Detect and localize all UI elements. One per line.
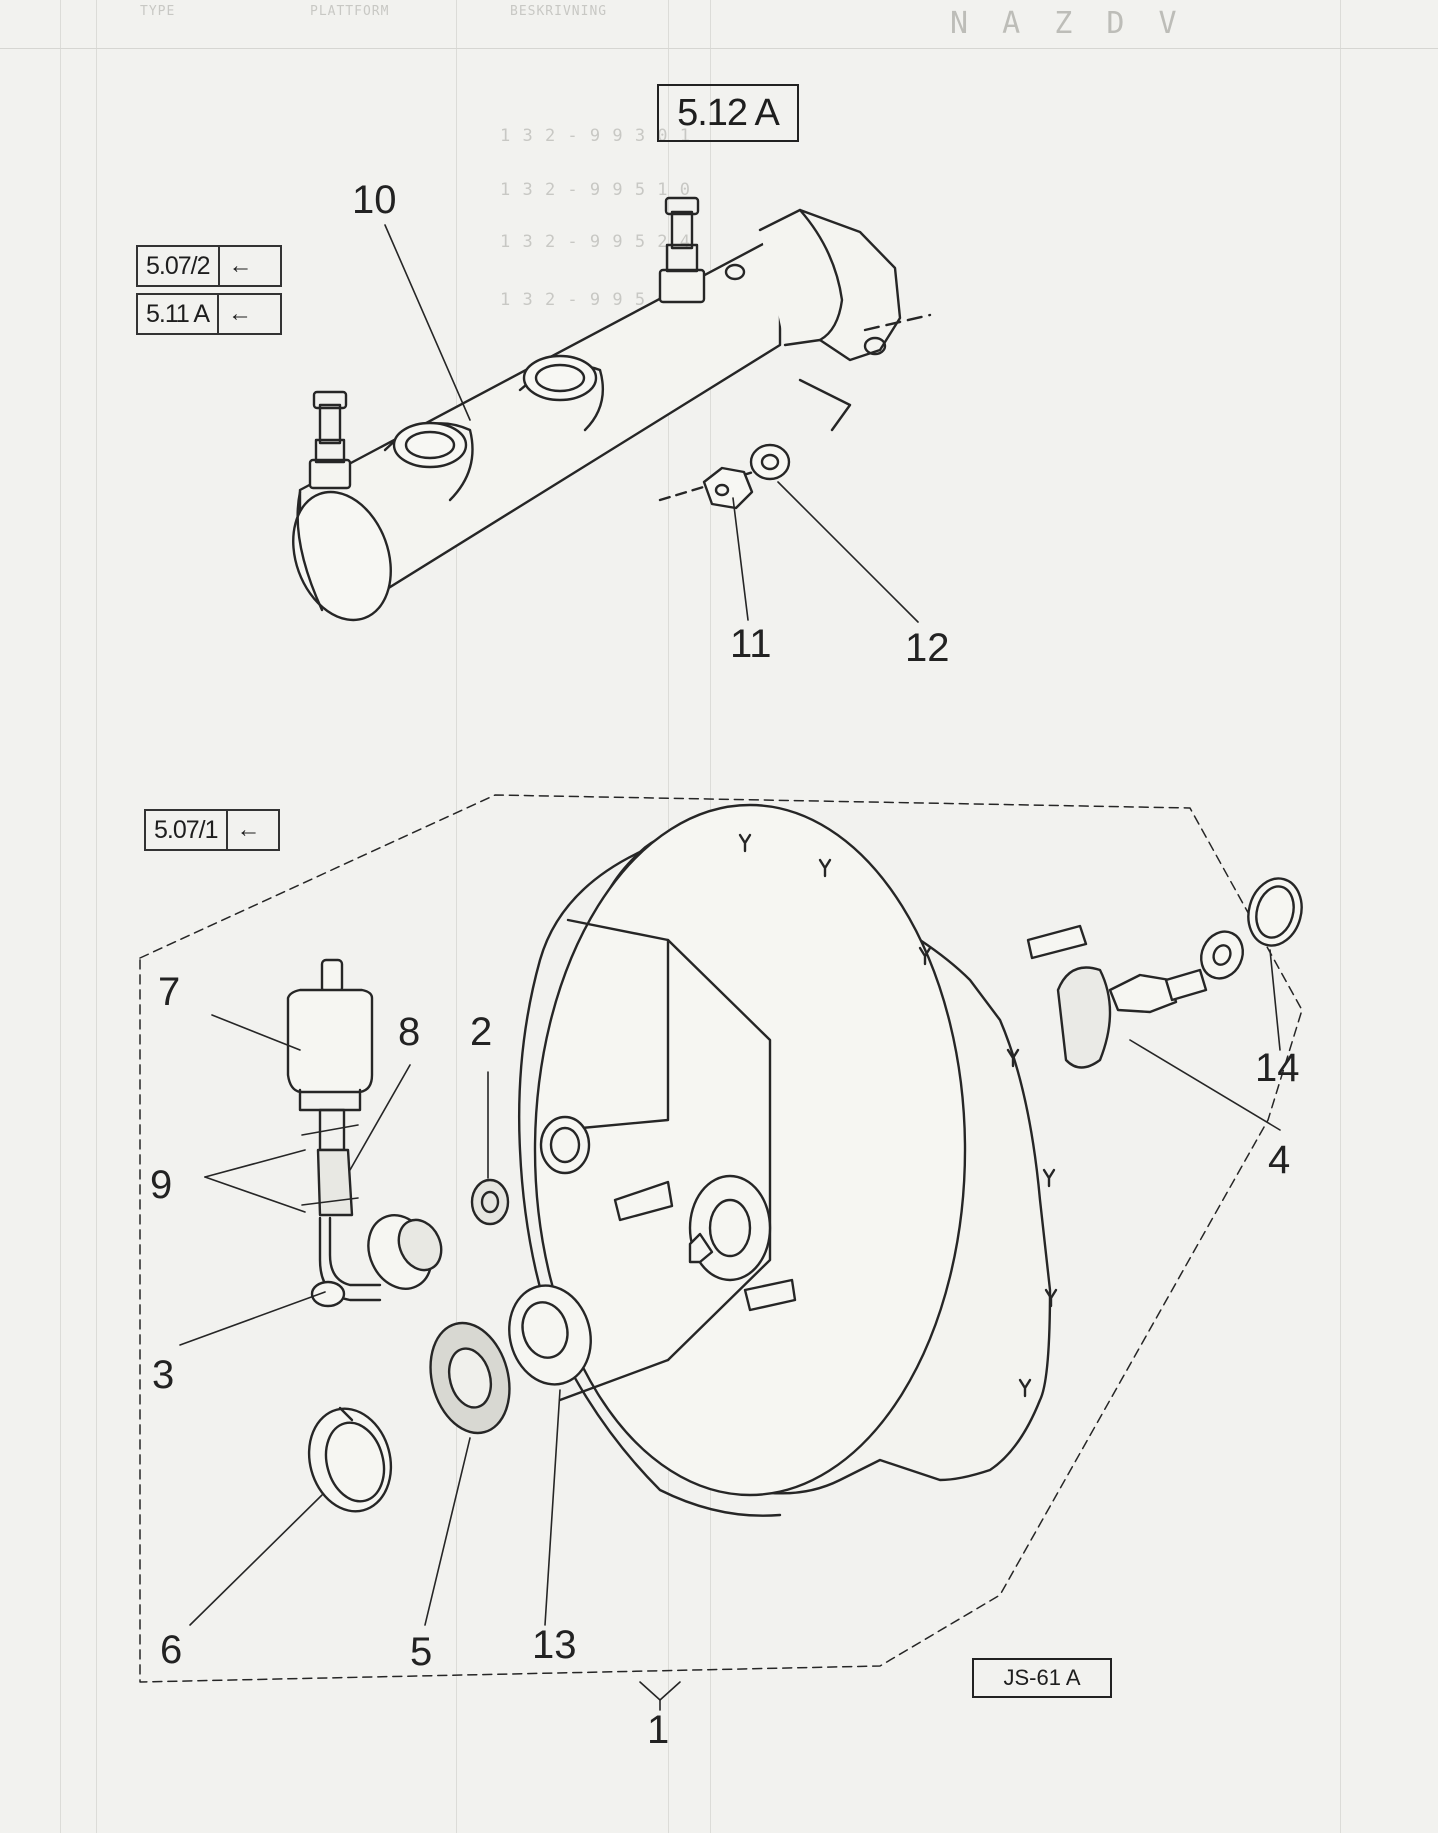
callout-number: 11 bbox=[730, 622, 772, 666]
bleed-column-line bbox=[96, 0, 97, 1833]
callout-number: 13 bbox=[532, 1623, 577, 1667]
arrow-left-icon: ← bbox=[225, 811, 270, 849]
reference-label: 5.07/2 bbox=[146, 251, 211, 280]
leader-lines-bottom bbox=[179, 949, 1281, 1626]
callout-number: 1 bbox=[647, 1708, 670, 1752]
callout-number: 3 bbox=[152, 1353, 175, 1397]
callout-number: 6 bbox=[160, 1628, 183, 1672]
arrow-left-icon: ← bbox=[217, 247, 262, 285]
retainer-ring-split bbox=[338, 1406, 354, 1422]
sheet-label: 5.12 A bbox=[657, 84, 799, 142]
callout-number: 5 bbox=[410, 1630, 433, 1674]
bleed-part-number: 1 3 2 - 9 9 5 0 3 bbox=[500, 290, 691, 310]
small-grommet-bore bbox=[480, 1190, 500, 1214]
bleed-column-line bbox=[1340, 0, 1341, 1833]
assembly-boundary bbox=[139, 794, 1303, 1683]
callout-number: 4 bbox=[1268, 1138, 1291, 1182]
callout-number: 14 bbox=[1255, 1046, 1300, 1090]
callout-number: 2 bbox=[470, 1010, 493, 1054]
callout-number: 7 bbox=[158, 970, 181, 1014]
master-cylinder-assembly bbox=[292, 196, 932, 622]
bleed-header-type: TYPE bbox=[140, 4, 176, 19]
callout-number: 9 bbox=[150, 1163, 173, 1207]
leader-lines-top bbox=[384, 224, 919, 623]
drawing-code: JS-61 A bbox=[972, 1658, 1112, 1698]
bleed-column-line bbox=[456, 0, 457, 1833]
retainer-ring-inner bbox=[324, 1421, 386, 1503]
reference-label: 5.11 A bbox=[146, 299, 210, 328]
arrow-left-icon: ← bbox=[217, 295, 261, 333]
bleed-title: N A Z D V bbox=[950, 6, 1185, 41]
callout-number: 10 bbox=[352, 178, 397, 222]
callout-number: 12 bbox=[905, 626, 950, 670]
brake-booster-assembly bbox=[517, 803, 1303, 1517]
large-grommet-bore bbox=[447, 1347, 493, 1409]
bleed-part-number: 1 3 2 - 9 9 3 0 1 bbox=[500, 126, 691, 146]
flange-seal bbox=[508, 1284, 592, 1386]
reference-box: 5.11 A ← bbox=[136, 293, 282, 335]
bleed-column-line bbox=[60, 0, 61, 1833]
check-valve-assembly bbox=[286, 958, 443, 1308]
reference-box: 5.07/1 ← bbox=[144, 809, 280, 851]
reference-box: 5.07/2 ← bbox=[136, 245, 282, 287]
bleed-part-number: 1 3 2 - 9 9 5 2 4 bbox=[500, 232, 691, 252]
bleed-part-number: 1 3 2 - 9 9 5 1 0 bbox=[500, 180, 691, 200]
flange-seal-bore bbox=[521, 1301, 569, 1359]
small-grommet bbox=[470, 1178, 510, 1226]
assembly-bracket bbox=[639, 1681, 681, 1701]
bleed-header-desc: BESKRIVNING bbox=[510, 4, 608, 19]
bleed-header-platform: PLATTFORM bbox=[310, 4, 390, 19]
reference-label: 5.07/1 bbox=[154, 815, 219, 844]
bleed-header-line bbox=[0, 48, 1438, 49]
callout-number: 8 bbox=[398, 1010, 421, 1054]
